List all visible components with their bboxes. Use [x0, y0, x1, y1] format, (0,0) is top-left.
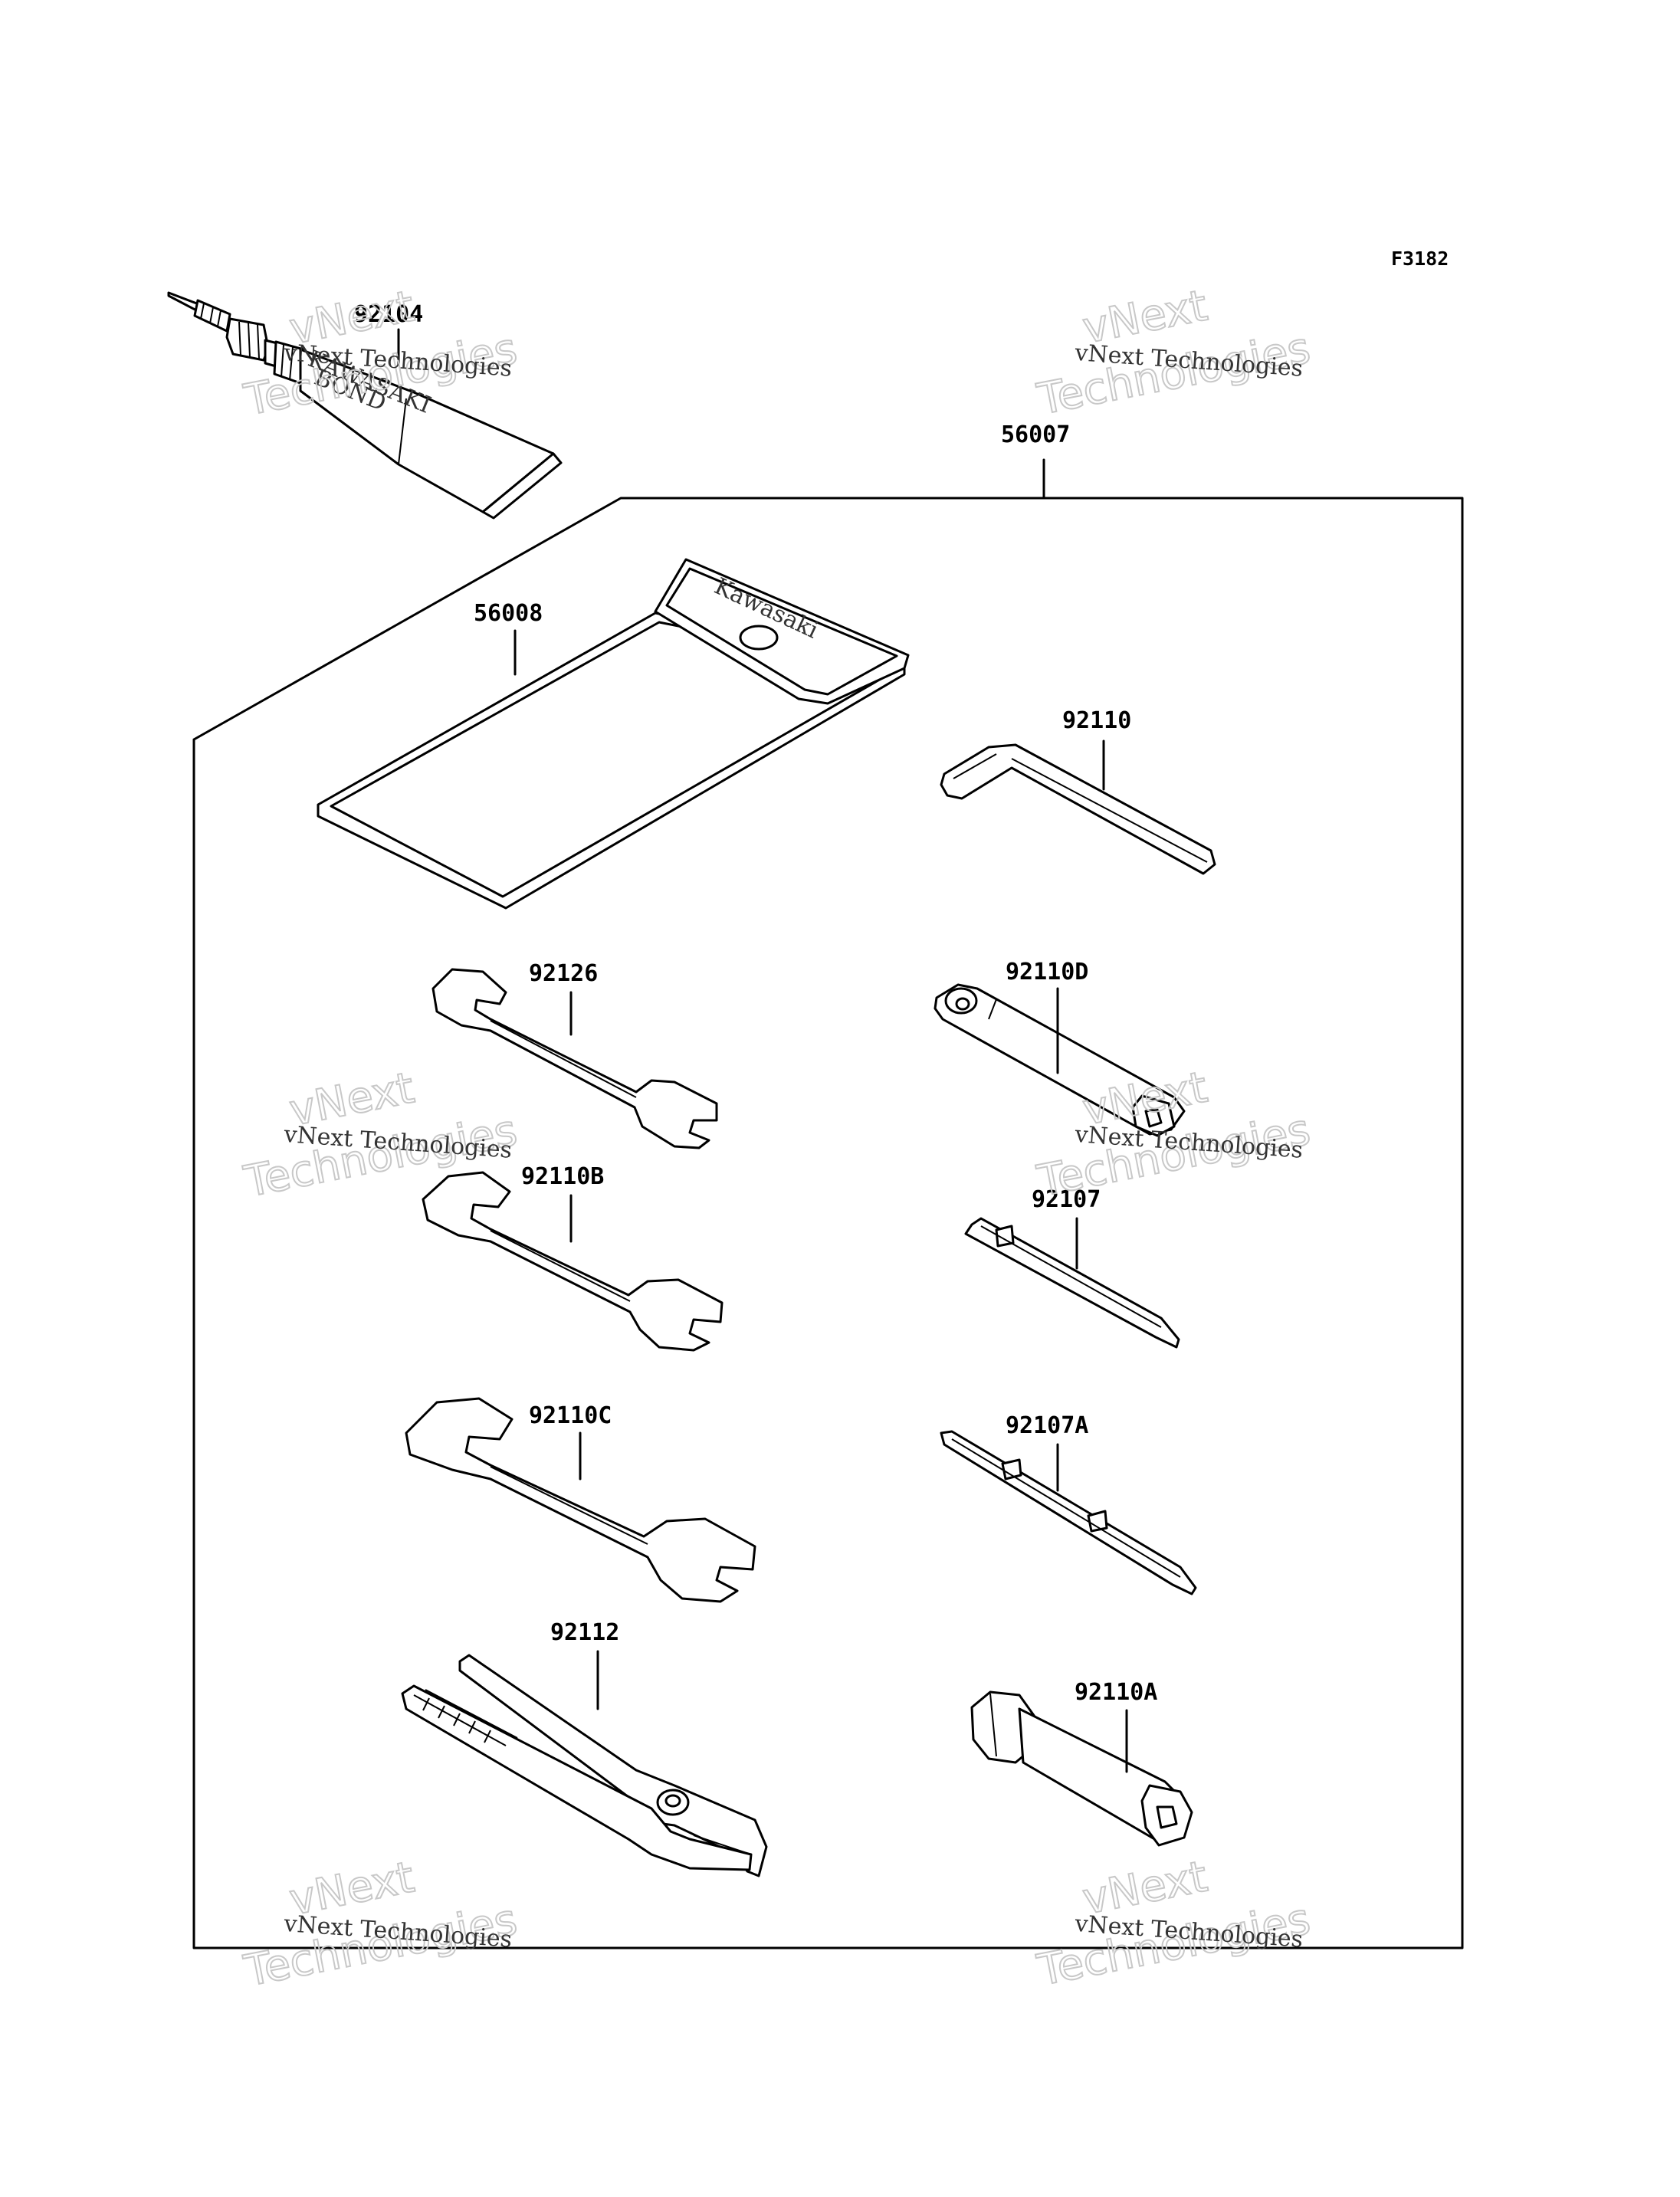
label-92110D: 92110D	[1006, 959, 1088, 985]
screwdriver-92107A	[940, 1430, 1197, 1595]
tool-pouch: Kawasaki	[317, 558, 910, 910]
label-92110: 92110	[1062, 707, 1131, 734]
label-92110C: 92110C	[529, 1402, 612, 1429]
label-56008: 56008	[474, 600, 543, 627]
label-92107: 92107	[1032, 1186, 1101, 1213]
wrench-92126	[431, 968, 718, 1149]
spark-plug-socket	[970, 1690, 1193, 1847]
screwdriver-92107	[964, 1217, 1180, 1349]
figure-code: F3182	[1391, 248, 1449, 270]
label-92110B: 92110B	[521, 1163, 604, 1190]
label-92110A: 92110A	[1075, 1679, 1157, 1706]
box-wrench	[934, 983, 1186, 1137]
tool-kit-boundary	[192, 458, 1464, 1949]
wrench-92110C	[405, 1397, 756, 1603]
watermark-group: vNext Technologies vNext Technologies vN…	[239, 280, 1314, 1997]
label-56007: 56007	[1001, 421, 1070, 448]
wrench-92110B	[422, 1171, 724, 1352]
kawasaki-bond-tube: KAWASAKI BOND	[167, 291, 563, 520]
label-92126: 92126	[529, 960, 598, 987]
label-92104: 92104	[354, 301, 423, 328]
label-92112: 92112	[550, 1619, 619, 1646]
hex-key	[940, 743, 1216, 875]
label-92107A: 92107A	[1006, 1412, 1088, 1439]
pliers	[401, 1654, 768, 1877]
